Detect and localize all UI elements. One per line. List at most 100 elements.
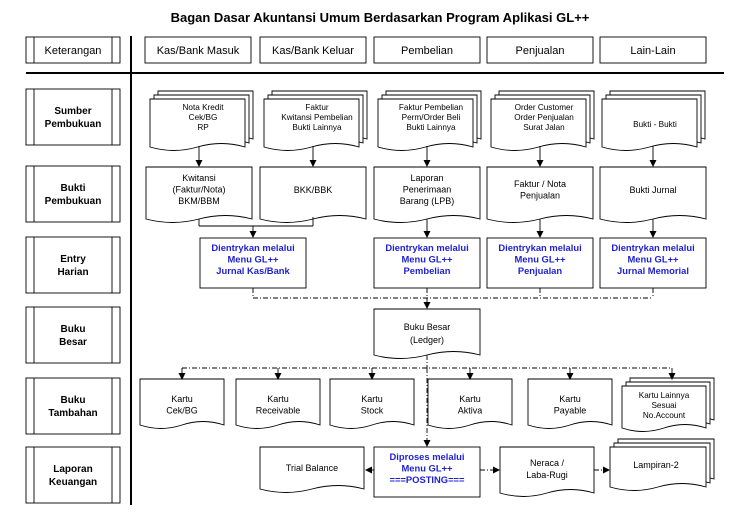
other-ledger-line: Kartu Lainnya [639, 391, 690, 400]
row-label-line: Buku [61, 395, 86, 406]
header-column-frame [486, 36, 594, 64]
header-keterangan-box: Keterangan [25, 36, 121, 64]
source-document-stack-sheet [490, 98, 587, 151]
other-ledger-line: Sesuai [651, 401, 676, 410]
evidence-document-line: BKM/BBM [178, 196, 220, 206]
subsidiary-ledger-line: Payable [554, 406, 587, 416]
row-label-line: Besar [59, 337, 87, 348]
subsidiary-ledger-shape [329, 378, 415, 429]
evidence-document-line: Kwitansi [182, 173, 216, 183]
row-label-line: Keuangan [49, 477, 97, 488]
evidence-document-line: Bukti Jurnal [629, 185, 676, 195]
subsidiary-ledger-shape [139, 378, 225, 429]
entry-process-line: Dientrykan melalui [498, 242, 581, 253]
entry-process-line: Jurnal Memorial [617, 265, 689, 276]
subsidiary-ledger-shape [235, 378, 321, 429]
source-document-stack-sheet [601, 98, 698, 151]
source-document-line: Bukti - Bukti [633, 120, 677, 129]
entry-process-frame [373, 237, 481, 289]
entry-process-frame [199, 237, 307, 289]
financial-statement-document: Neraca / Laba-Rugi [499, 446, 595, 497]
header-keterangan-label: Keterangan [45, 45, 102, 57]
entry-process-line: Penjualan [518, 265, 563, 276]
header-column-label: Kas/Bank Masuk [157, 45, 240, 57]
subsidiary-ledger-line: Receivable [256, 406, 301, 416]
financial-statement-shape [499, 446, 595, 497]
evidence-document-shape [145, 166, 253, 223]
row-label-line: Laporan [53, 464, 92, 475]
subsidiary-ledger-line: Kartu [559, 394, 581, 404]
general-ledger-line: (Ledger) [410, 335, 444, 345]
evidence-document-line: Barang (LPB) [400, 196, 455, 206]
header-column-label: Pembelian [401, 45, 453, 57]
page-title: Bagan Dasar Akuntansi Umum Berdasarkan P… [171, 10, 590, 25]
attachment-stack: Lampiran-2 [609, 438, 715, 491]
attachment-line: Lampiran-2 [633, 460, 679, 470]
attachment-stack-sheet [609, 446, 707, 491]
posting-process-frame [373, 446, 481, 498]
header-column-label: Lain-Lain [630, 45, 675, 57]
entry-process-line: Menu GL++ [627, 254, 679, 265]
financial-statement-line: Laba-Rugi [526, 470, 568, 480]
evidence-document-line: (Faktur/Nota) [172, 185, 225, 195]
source-document-line: Perm/Order Beli [402, 113, 461, 122]
header-column-box: Penjualan [486, 36, 594, 64]
evidence-document-shape [486, 166, 594, 223]
subsidiary-ledger-line: Cek/BG [166, 406, 198, 416]
source-document-line: RP [197, 123, 209, 132]
header-column-frame [259, 36, 367, 64]
evidence-document-shape [373, 166, 481, 223]
row-label-line: Entry [60, 254, 86, 265]
posting-process-line: Menu GL++ [401, 463, 453, 474]
header-column-label: Kas/Bank Keluar [272, 45, 354, 57]
entry-process-line: Jurnal Kas/Bank [216, 265, 290, 276]
entry-process-line: Menu GL++ [514, 254, 566, 265]
source-document-line: Order Customer [515, 103, 574, 112]
row-label-line: Bukti [61, 183, 86, 194]
trial-balance-line: Trial Balance [286, 463, 338, 473]
general-ledger-document: Buku Besar (Ledger) [373, 308, 481, 359]
other-ledger-stack-sheet [621, 385, 707, 432]
source-document-line: Nota Kredit [183, 103, 225, 112]
entry-process-line: Menu GL++ [227, 254, 279, 265]
source-document-stack-sheet [377, 98, 474, 151]
header-column-frame [373, 36, 481, 64]
financial-statement-line: Neraca / [530, 458, 565, 468]
evidence-document-line: Laporan [410, 173, 443, 183]
evidence-document-line: BKK/BBK [294, 185, 333, 195]
source-document-stack: Bukti - Bukti [601, 90, 706, 151]
subsidiary-ledger-line: Kartu [361, 394, 383, 404]
source-document-line: Faktur Pembelian [399, 103, 464, 112]
row-label-line: Sumber [54, 106, 91, 117]
source-document-line: Bukti Lainnya [406, 123, 456, 132]
row-label-line: Harian [57, 267, 88, 278]
header-column-box: Lain-Lain [599, 36, 707, 64]
subsidiary-ledger-shape [427, 378, 513, 429]
row-label-line: Pembukuan [45, 119, 102, 130]
evidence-document: Kwitansi (Faktur/Nota)BKM/BBM [145, 166, 253, 223]
header-column-frame [144, 36, 252, 64]
header-column-label: Penjualan [516, 45, 565, 57]
general-ledger-line: Buku Besar [404, 322, 451, 332]
subsidiary-ledger-line: Stock [361, 406, 384, 416]
subsidiary-ledger-line: Kartu [459, 394, 481, 404]
source-document-line: Faktur [305, 103, 328, 112]
